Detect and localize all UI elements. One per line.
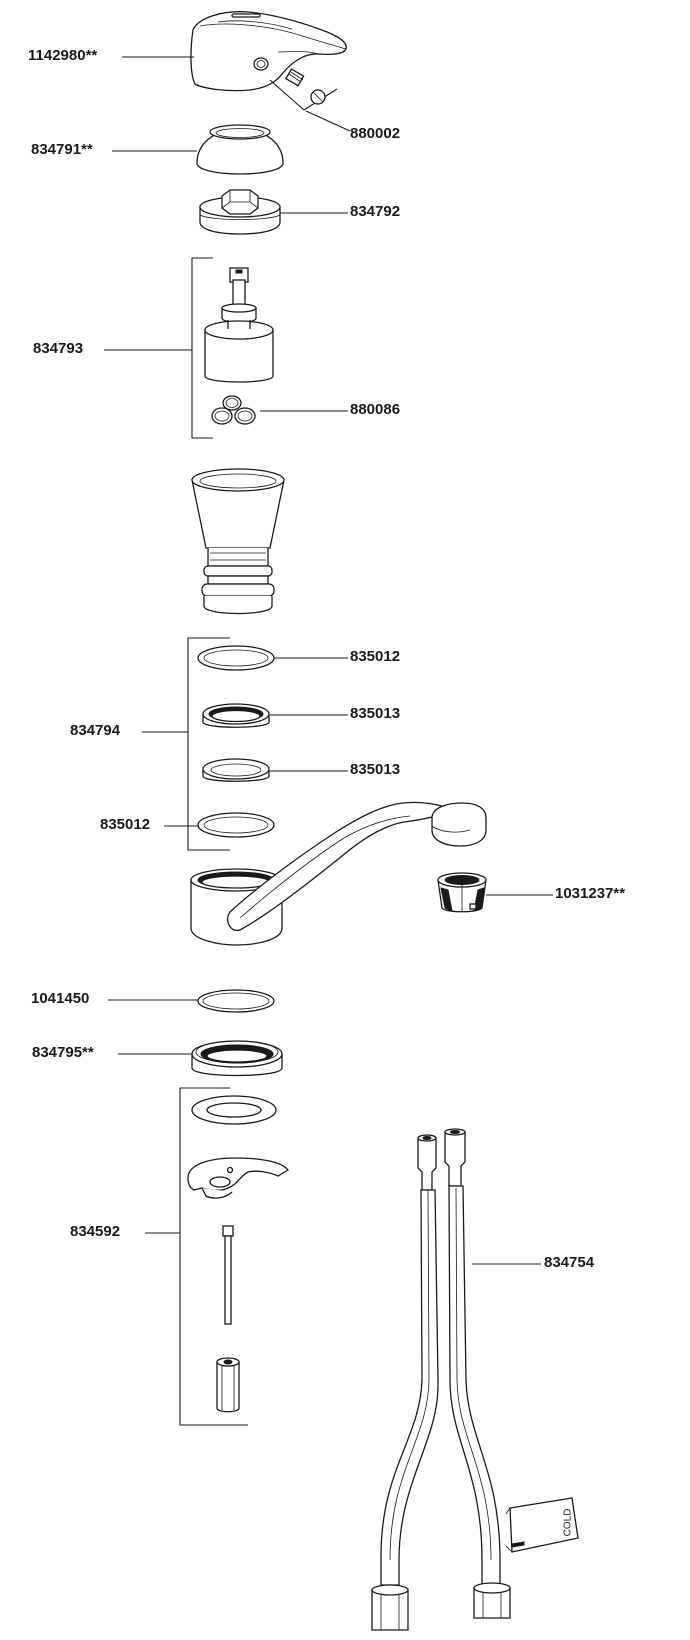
aerator bbox=[437, 872, 487, 913]
label-cartridge-assembly: 834793 bbox=[33, 340, 84, 357]
label-cartridge-oring: 880086 bbox=[350, 401, 401, 418]
label-supply-lines: 834754 bbox=[544, 1254, 595, 1271]
label-dome-cap: 834791** bbox=[31, 141, 93, 158]
cold-tag-text: COLD bbox=[562, 1508, 574, 1537]
mounting-kit bbox=[179, 1087, 289, 1426]
label-bonnet-nut: 834792 bbox=[350, 203, 401, 220]
label-aerator: 1031237** bbox=[555, 885, 626, 902]
ring-set bbox=[187, 637, 275, 851]
label-base-oring: 1041450 bbox=[31, 990, 90, 1007]
spout-body bbox=[190, 801, 487, 946]
cartridge-orings bbox=[211, 395, 256, 425]
handle bbox=[190, 11, 347, 92]
label-ring-second: 835013 bbox=[350, 705, 401, 722]
base-oring bbox=[197, 989, 275, 1013]
label-ring-set: 834794 bbox=[70, 722, 121, 739]
leader-lines bbox=[104, 56, 553, 1265]
cartridge bbox=[191, 257, 274, 439]
label-ring-bottom: 835012 bbox=[100, 816, 151, 833]
label-mounting-kit: 834592 bbox=[70, 1223, 121, 1240]
label-ring-third: 835013 bbox=[350, 761, 401, 778]
label-handle: 1142980** bbox=[28, 47, 98, 64]
label-ring-top: 835012 bbox=[350, 648, 401, 665]
supply-lines bbox=[371, 1128, 579, 1631]
escutcheon bbox=[191, 1040, 283, 1077]
valve-body bbox=[191, 468, 285, 615]
set-screw bbox=[269, 68, 351, 132]
bonnet-nut bbox=[199, 189, 281, 235]
label-escutcheon: 834795** bbox=[32, 1044, 94, 1061]
dome-cap bbox=[196, 124, 284, 175]
label-set-screw: 880002 bbox=[350, 125, 401, 142]
